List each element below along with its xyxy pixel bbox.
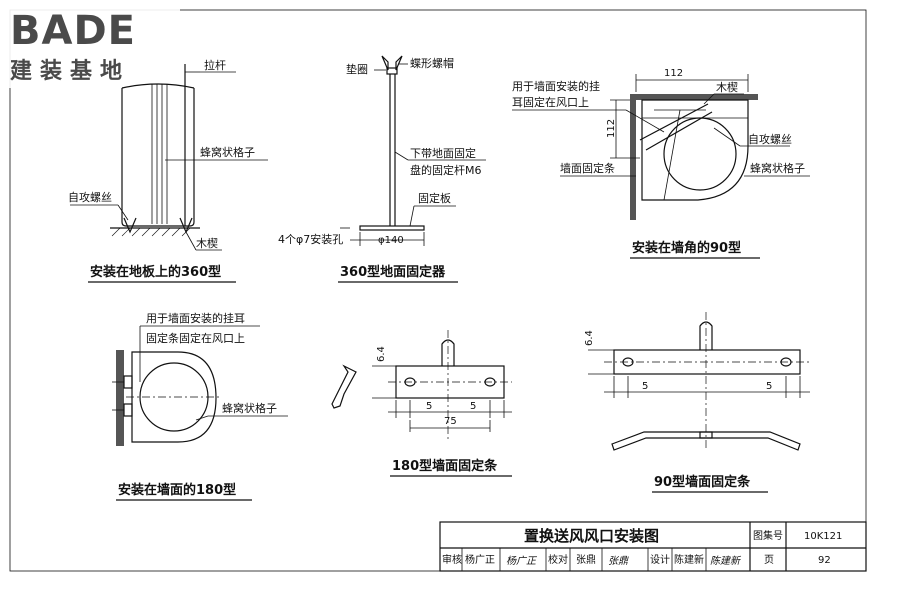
dim-90-b: 5 <box>766 381 772 392</box>
dim-180-len: 75 <box>444 416 457 427</box>
label-washer: 垫圈 <box>346 62 368 76</box>
dim-180-a: 5 <box>426 401 432 412</box>
dim-180-thick: 6.4 <box>376 346 387 362</box>
logo-brand: BADE <box>10 8 136 54</box>
figure-90-corner: 112 112 用于墙面安装的挂 耳固定在风口上 木楔 自攻螺丝 墙面固定条 蜂… <box>512 68 810 259</box>
atlas-label: 图集号 <box>753 529 783 542</box>
caption-360-fixer: 360型地面固定器 <box>340 264 446 280</box>
reviewer-name: 杨广正 <box>465 553 495 566</box>
figure-360-floor: 拉杆 蜂窝状格子 自攻螺丝 木楔 安装在地板上的360型 <box>68 58 268 283</box>
logo: BADE 建装基地 <box>4 0 180 88</box>
figure-90-strip: 6.4 5 5 90型墙面固定条 <box>584 312 810 493</box>
label-wedge-90: 木楔 <box>716 81 738 94</box>
atlas-number: 10K121 <box>804 531 842 542</box>
designer-signature: 陈建新 <box>710 555 742 567</box>
label-plate: 固定板 <box>418 191 451 205</box>
checker-signature: 张鼎 <box>608 555 629 567</box>
note-180-line2: 固定条固定在风口上 <box>146 331 245 345</box>
label-honeycomb-180: 蜂窝状格子 <box>222 401 277 415</box>
caption-90-corner: 安装在墙角的90型 <box>632 240 741 256</box>
note-line1: 用于墙面安装的挂 <box>512 79 600 93</box>
review-label: 审核 <box>442 553 462 566</box>
label-rod-line2: 盘的固定杆M6 <box>410 163 482 177</box>
label-strip-90: 墙面固定条 <box>560 161 615 175</box>
title-block: 置换送风风口安装图 图集号 10K121 审核 杨广正 杨广正 校对 张鼎 张鼎… <box>439 521 867 572</box>
label-honeycomb-90: 蜂窝状格子 <box>750 161 805 175</box>
checker-name: 张鼎 <box>576 554 596 566</box>
label-wedge: 木楔 <box>196 237 218 250</box>
dim-90-a: 5 <box>642 381 648 392</box>
note-180-line1: 用于墙面安装的挂耳 <box>146 311 245 325</box>
note-line2: 耳固定在风口上 <box>512 95 589 109</box>
caption-360-floor: 安装在地板上的360型 <box>90 264 221 280</box>
reviewer-signature: 杨广正 <box>506 555 538 567</box>
page-label: 页 <box>764 554 774 566</box>
dim-180-b: 5 <box>470 401 476 412</box>
drawing-frame <box>9 9 867 572</box>
label-holes: 4个φ7安装孔 <box>278 232 343 246</box>
designer-name: 陈建新 <box>674 553 704 566</box>
label-rod: 拉杆 <box>204 58 226 72</box>
page-number: 92 <box>818 555 831 566</box>
logo-subtitle: 建装基地 <box>10 59 130 84</box>
label-honeycomb: 蜂窝状格子 <box>200 145 255 159</box>
dim-90-thick: 6.4 <box>584 330 595 346</box>
check-label: 校对 <box>548 553 568 566</box>
figure-180-wall: 用于墙面安装的挂耳 固定条固定在风口上 蜂窝状格子 安装在墙面的180型 <box>112 311 288 501</box>
dim-v: 112 <box>606 119 617 138</box>
label-rod-line1: 下带地面固定 <box>410 146 476 160</box>
figure-360-fixer: 垫圈 蝶形螺帽 下带地面固定 盘的固定杆M6 固定板 4个φ7安装孔 φ140 … <box>278 55 486 283</box>
drawing-title: 置换送风风口安装图 <box>524 527 659 545</box>
label-screw-90: 自攻螺丝 <box>748 132 792 146</box>
dim-h: 112 <box>664 68 683 79</box>
caption-90-strip: 90型墙面固定条 <box>654 474 751 490</box>
label-screw: 自攻螺丝 <box>68 190 112 204</box>
label-wingnut: 蝶形螺帽 <box>410 56 454 70</box>
figure-180-strip: 6.4 5 5 75 180型墙面固定条 <box>331 330 512 477</box>
caption-180-strip: 180型墙面固定条 <box>392 458 498 474</box>
dim-diameter: φ140 <box>378 235 404 246</box>
design-label: 设计 <box>650 553 670 566</box>
caption-180-wall: 安装在墙面的180型 <box>118 482 236 498</box>
